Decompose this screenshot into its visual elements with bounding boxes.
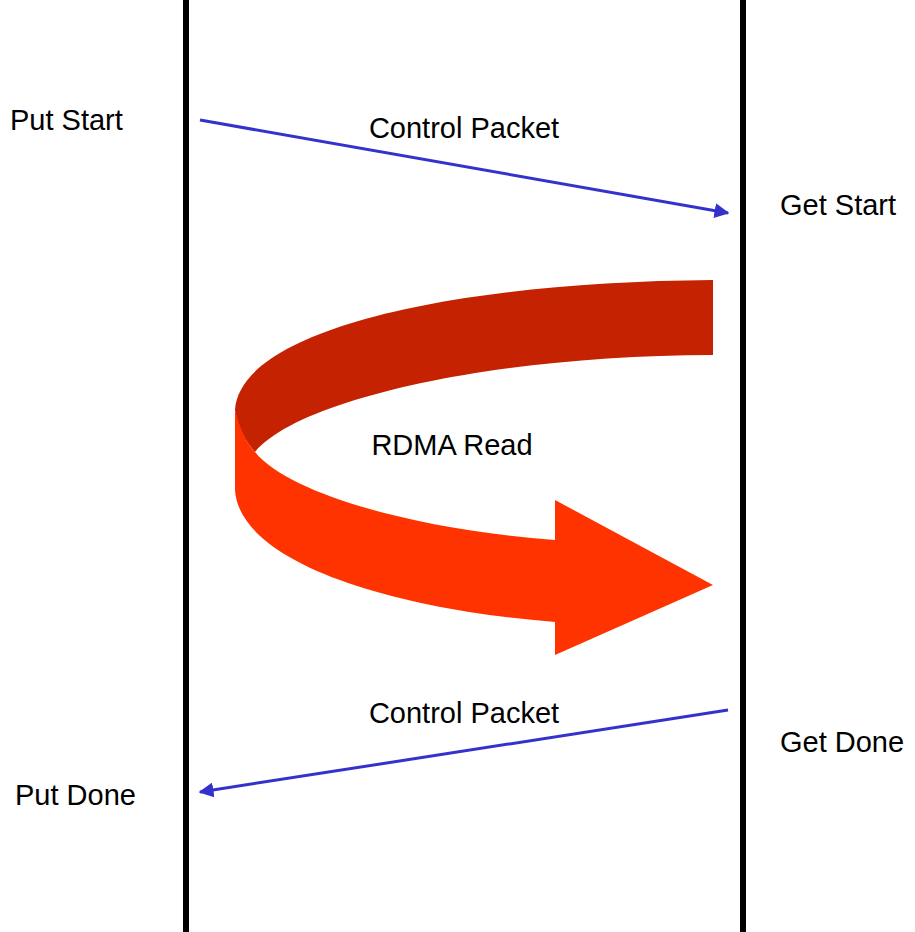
event-node: Put Done <box>8 778 200 813</box>
event-label: Put Start <box>10 103 200 138</box>
event-label: Get Start <box>780 188 912 223</box>
transfer-label: RDMA Read <box>368 428 535 463</box>
rdma-ribbon-back <box>235 280 713 452</box>
edge-label: Control Packet <box>366 696 562 731</box>
lifeline <box>740 0 746 932</box>
event-node: Get Start <box>728 188 912 223</box>
edge-label: Control Packet <box>366 111 562 146</box>
event-label: Get Done <box>780 725 912 760</box>
event-label: Put Done <box>15 778 200 813</box>
event-node: Get Done <box>728 725 912 760</box>
event-node: Put Start <box>8 103 200 138</box>
lifeline <box>183 0 189 932</box>
rdma-ribbon-front <box>235 410 713 655</box>
